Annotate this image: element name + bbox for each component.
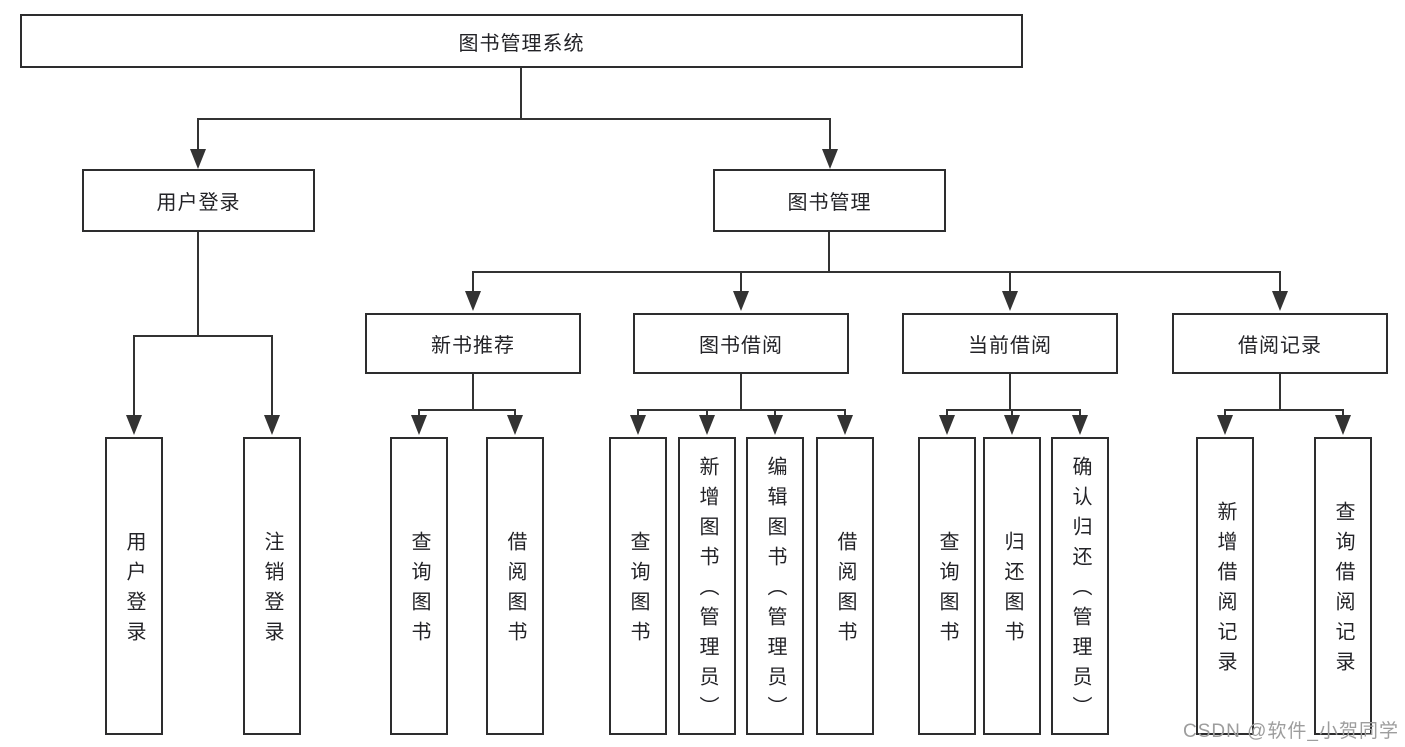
node-root: 图书管理系统 [20,14,1023,68]
connector-line [946,409,1081,411]
connector-line [774,409,776,419]
connector-line [1279,374,1281,409]
connector-line [133,335,135,417]
connector-line [418,409,420,419]
leaf-edit-books-admin: 编辑图书（管理员） [746,437,804,735]
node-label: 图书管理 [787,192,872,214]
connector-line [844,409,846,419]
leaf-label: 借阅图书 [504,531,526,651]
connector-line [706,409,708,419]
connector-line [472,271,474,293]
node-label: 当前借阅 [968,335,1052,357]
connector-line [514,409,516,419]
connector-line [1011,409,1013,419]
leaf-borrow-books-recommend: 借阅图书 [486,437,544,735]
arrowhead-down-icon [190,149,206,169]
arrowhead-down-icon [264,415,280,435]
leaf-label: 查询图书 [408,531,430,651]
arrowhead-down-icon [1272,291,1288,311]
node-current-borrowing: 当前借阅 [902,313,1118,374]
leaf-label: 注销登录 [261,531,283,651]
connector-line [1009,374,1011,409]
leaf-add-borrow-record: 新增借阅记录 [1196,437,1254,735]
leaf-query-books-current: 查询图书 [918,437,976,735]
leaf-user-login: 用户登录 [105,437,163,735]
leaf-label: 用户登录 [123,531,145,651]
connector-line [740,374,742,409]
connector-line [472,374,474,409]
node-root-label: 图书管理系统 [458,32,585,55]
connector-line [197,118,831,120]
connector-line [197,118,199,154]
leaf-borrow-books: 借阅图书 [816,437,874,735]
node-new-book-recommend: 新书推荐 [365,313,581,374]
arrowhead-down-icon [126,415,142,435]
arrowhead-down-icon [699,415,715,435]
leaf-label: 查询借阅记录 [1332,501,1354,681]
leaf-return-books: 归还图书 [983,437,1041,735]
arrowhead-down-icon [822,149,838,169]
arrowhead-down-icon [1004,415,1020,435]
node-label: 图书借阅 [699,335,783,357]
connector-line [1079,409,1081,419]
connector-line [520,68,522,118]
leaf-query-books-recommend: 查询图书 [390,437,448,735]
arrowhead-down-icon [767,415,783,435]
arrowhead-down-icon [733,291,749,311]
connector-line [828,232,830,271]
arrowhead-down-icon [1335,415,1351,435]
arrowhead-down-icon [1217,415,1233,435]
arrowhead-down-icon [837,415,853,435]
connector-line [472,271,1281,273]
leaf-query-books-borrow: 查询图书 [609,437,667,735]
connector-line [637,409,846,411]
leaf-add-books-admin: 新增图书（管理员） [678,437,736,735]
connector-line [418,409,516,411]
node-book-management: 图书管理 [713,169,946,232]
node-label: 用户登录 [156,192,241,214]
arrowhead-down-icon [939,415,955,435]
node-book-borrowing: 图书借阅 [633,313,849,374]
leaf-label: 编辑图书（管理员） [764,456,786,726]
arrowhead-down-icon [465,291,481,311]
connector-line [1224,409,1344,411]
leaf-query-borrow-record: 查询借阅记录 [1314,437,1372,735]
arrowhead-down-icon [1002,291,1018,311]
leaf-label: 查询图书 [936,531,958,651]
connector-line [740,271,742,293]
leaf-confirm-return-admin: 确认归还（管理员） [1051,437,1109,735]
arrowhead-down-icon [1072,415,1088,435]
leaf-label: 新增图书（管理员） [696,456,718,726]
connector-line [829,118,831,154]
connector-line [637,409,639,419]
node-user-login: 用户登录 [82,169,315,232]
connector-line [197,232,199,335]
arrowhead-down-icon [507,415,523,435]
arrowhead-down-icon [411,415,427,435]
node-label: 借阅记录 [1238,335,1322,357]
connector-line [946,409,948,419]
arrowhead-down-icon [630,415,646,435]
leaf-logout: 注销登录 [243,437,301,735]
node-label: 新书推荐 [431,335,515,357]
leaf-label: 新增借阅记录 [1214,501,1236,681]
leaf-label: 借阅图书 [834,531,856,651]
leaf-label: 查询图书 [627,531,649,651]
node-borrowing-records: 借阅记录 [1172,313,1388,374]
leaf-label: 归还图书 [1001,531,1023,651]
connector-line [271,335,273,417]
leaf-label: 确认归还（管理员） [1069,456,1091,726]
connector-line [1342,409,1344,419]
connector-line [1224,409,1226,419]
connector-line [1009,271,1011,293]
connector-line [1279,271,1281,293]
csdn-watermark: CSDN @软件_小贺同学 [1183,721,1399,742]
connector-line [133,335,273,337]
